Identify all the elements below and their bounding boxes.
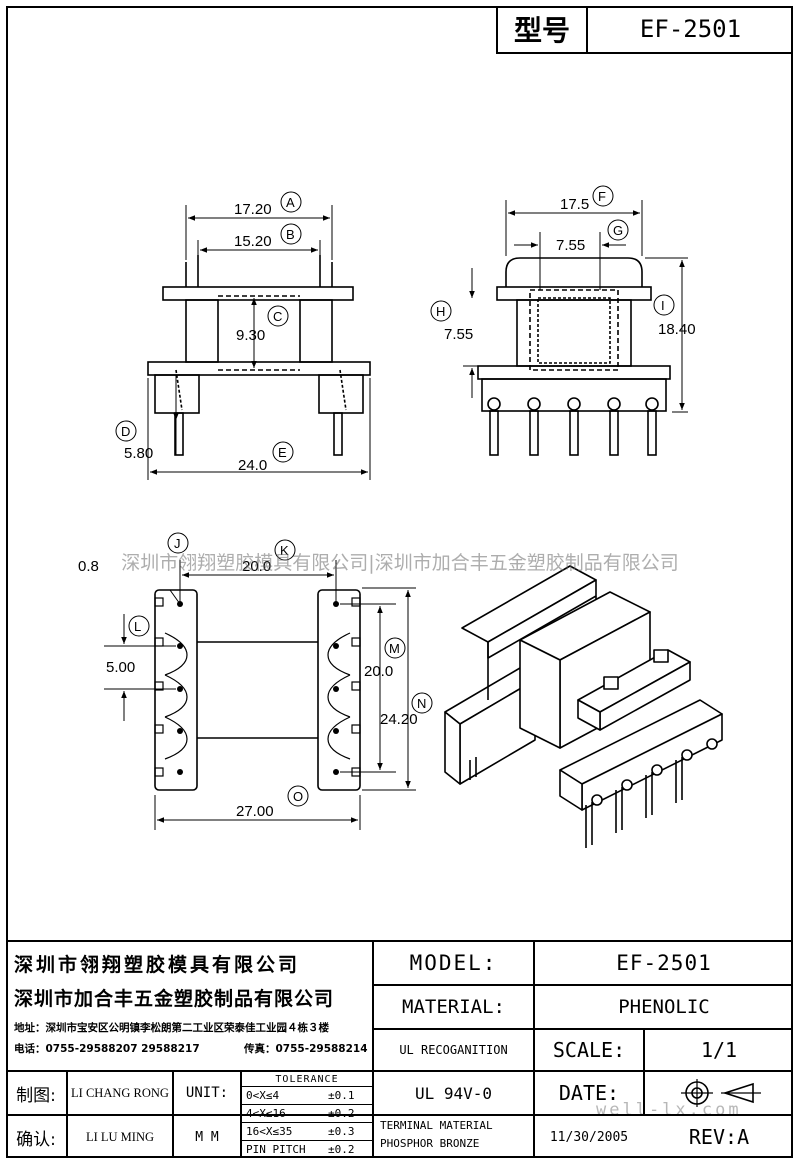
drawn-by: LI CHANG RONG — [71, 1085, 169, 1100]
company-phone: 电话：0755-29588207 29588217 — [14, 1043, 200, 1055]
dim-m-letter: M — [389, 641, 400, 656]
bottom-view-dimensions — [104, 532, 433, 830]
front-view-dimensions — [115, 191, 371, 480]
side-view — [477, 257, 671, 456]
dim-k-letter: K — [280, 543, 289, 558]
ul-label: UL RECOGANITION — [399, 1043, 508, 1057]
dim-c-letter: C — [273, 309, 282, 324]
tolerance-range-3: 16<X≤35 — [246, 1125, 293, 1138]
side-view-dimensions — [430, 185, 688, 413]
dim-f-value: 17.5 — [560, 196, 589, 213]
title-block: 深圳市翎翔塑胶模具有限公司 深圳市加合丰五金塑胶制品有限公司 地址：深圳市宝安区… — [6, 940, 793, 1158]
terminal-material-line1: TERMINAL MATERIAL — [380, 1119, 493, 1132]
model-label: MODEL: — [409, 951, 498, 975]
tolerance-value-3: ±0.3 — [328, 1125, 355, 1138]
confirm-label: 确认: — [16, 1129, 56, 1150]
tolerance-range-2: 4<X≤16 — [246, 1107, 286, 1120]
tolerance-value-1: ±0.1 — [328, 1089, 355, 1102]
company-name-1: 深圳市翎翔塑胶模具有限公司 — [14, 954, 301, 976]
projection-symbol-icon — [645, 1072, 793, 1114]
dim-e-value: 24.0 — [238, 457, 267, 474]
dim-g-letter: G — [613, 223, 623, 238]
model-value: EF-2501 — [616, 951, 712, 975]
header-model-box: 型号 EF-2501 — [496, 6, 793, 54]
unit-value: M M — [195, 1129, 219, 1145]
bottom-view — [154, 589, 361, 791]
material-value: PHENOLIC — [618, 996, 710, 1018]
company-address: 地址：深圳市宝安区公明镇李松朗第二工业区荣泰佳工业园４栋３楼 — [14, 1022, 329, 1034]
tolerance-range-4: PIN PITCH — [246, 1143, 306, 1156]
technical-drawing: 17.20 15.20 9.30 5.80 24.0 A B C D E — [78, 185, 723, 848]
dim-i-value: 18.40 — [658, 321, 696, 338]
dim-f-letter: F — [598, 189, 606, 204]
dim-b-letter: B — [286, 227, 295, 242]
rev-label: REV: — [688, 1125, 738, 1149]
dim-e-letter: E — [278, 445, 287, 460]
tolerance-value-2: ±0.2 — [328, 1107, 355, 1120]
dim-g-value: 7.55 — [556, 237, 585, 254]
dim-o-value: 27.00 — [236, 803, 274, 820]
isometric-view — [444, 565, 723, 848]
drawn-label: 制图: — [16, 1085, 56, 1106]
tolerance-range-1: 0<X≤4 — [246, 1089, 280, 1102]
date-label: DATE: — [558, 1081, 620, 1105]
dim-n-value: 24.20 — [380, 711, 418, 728]
confirmed-by: LI LU MING — [85, 1129, 155, 1144]
terminal-material-line2: PHOSPHOR BRONZE — [380, 1137, 480, 1150]
dim-b-value: 15.20 — [234, 233, 272, 250]
dim-j-value: 0.8 — [78, 558, 99, 575]
scale-label: SCALE: — [552, 1038, 626, 1062]
tolerance-label: TOLERANCE — [275, 1073, 339, 1085]
dim-l-value: 5.00 — [106, 659, 135, 676]
dim-i-letter: I — [661, 298, 665, 313]
company-name-2: 深圳市加合丰五金塑胶制品有限公司 — [14, 988, 335, 1010]
rev-value: A — [737, 1125, 750, 1149]
dim-h-value: 7.55 — [444, 326, 473, 343]
header-model-label: 型号 — [498, 6, 588, 52]
drawing-frame — [6, 6, 793, 1158]
front-view — [147, 255, 371, 456]
tolerance-value-4: ±0.2 — [328, 1143, 355, 1156]
dim-h-letter: H — [436, 304, 445, 319]
date-value: 11/30/2005 — [549, 1129, 629, 1145]
ul-value: UL 94V-0 — [414, 1083, 493, 1103]
dim-c-value: 9.30 — [236, 327, 265, 344]
dim-l-letter: L — [134, 619, 141, 634]
watermark-text: 深圳市翎翔塑胶模具有限公司|深圳市加合丰五金塑胶制品有限公司 — [121, 552, 679, 574]
company-fax: 传真：0755-29588214 — [244, 1043, 368, 1055]
tolerance-table: TOLERANCE 0<X≤4 ±0.1 4<X≤16 ±0.2 16<X≤35… — [242, 1072, 372, 1158]
dim-n-letter: N — [417, 696, 426, 711]
rev-field: REV: A — [645, 1116, 793, 1158]
dim-k-value: 20.0 — [242, 558, 271, 575]
unit-label: UNIT: — [185, 1085, 229, 1101]
dim-a-value: 17.20 — [234, 201, 272, 218]
dim-j-letter: J — [174, 536, 181, 551]
header-model-value: EF-2501 — [639, 15, 742, 43]
dim-a-letter: A — [286, 195, 295, 210]
dim-o-letter: O — [293, 789, 303, 804]
dim-d-value: 5.80 — [124, 445, 153, 462]
dim-d-letter: D — [121, 424, 130, 439]
dim-m-value: 20.0 — [364, 663, 393, 680]
scale-value: 1/1 — [700, 1038, 738, 1062]
material-label: MATERIAL: — [402, 996, 505, 1018]
